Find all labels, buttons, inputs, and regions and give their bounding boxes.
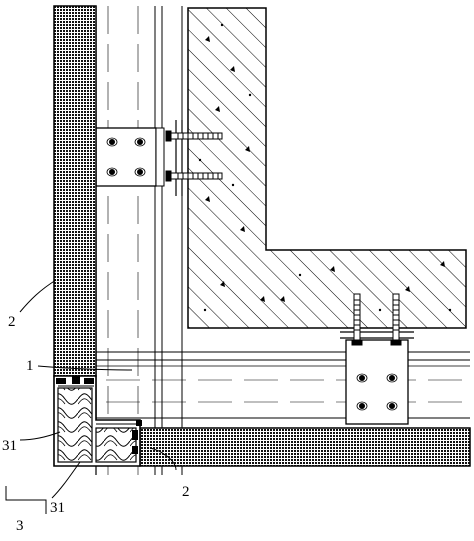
vertical-post-lines [95, 6, 183, 475]
label-frame: 1 [26, 358, 34, 374]
label-panel-vertical: 2 [8, 314, 16, 330]
upper-connector-plate [95, 120, 223, 196]
anchor-bolts-lower [351, 293, 402, 346]
seal-strips [56, 376, 142, 454]
insulation-block-vertical [57, 387, 93, 463]
label-panel-horizontal: 2 [182, 484, 190, 500]
anchor-bolts-upper [165, 130, 223, 182]
label-insulation-lower: 31 [50, 500, 65, 516]
horizontal-panel [139, 427, 471, 467]
leader-lines [5, 279, 177, 514]
lower-connector-plate [340, 293, 414, 425]
bolt-holes-lower [359, 375, 395, 409]
corner-assembly [53, 375, 142, 467]
bolt-holes-upper [109, 139, 143, 175]
label-insulation-upper: 31 [2, 438, 17, 454]
vertical-panel [53, 5, 97, 377]
label-assembly: 3 [16, 518, 24, 534]
concrete-wall [187, 7, 467, 329]
insulation-block-horizontal [95, 427, 137, 463]
concrete-aggregate-marks [198, 23, 452, 312]
